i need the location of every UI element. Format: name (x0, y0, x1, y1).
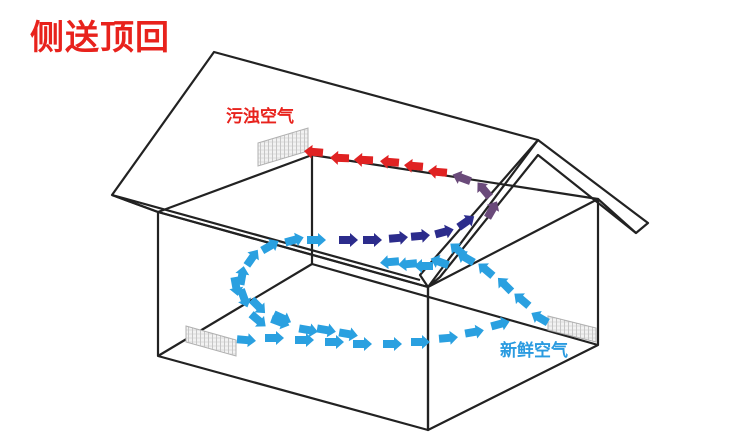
fresh-air-arrow-6 (265, 331, 284, 345)
rising-air-arrow-2 (452, 170, 472, 185)
warm-air-arrow-2 (388, 230, 408, 245)
fresh-air-arrow-24 (284, 232, 304, 247)
fresh-air-arrow-31 (414, 259, 433, 273)
fresh-air-arrow-29 (450, 243, 468, 259)
fresh-air-arrow-22 (243, 249, 259, 268)
fresh-air-arrow-12 (438, 330, 458, 345)
fresh-air-arrow-20 (237, 288, 252, 308)
eave-line (111, 193, 421, 282)
fresh-air-arrow-33 (380, 255, 400, 270)
fresh-air-arrow-19 (338, 327, 358, 342)
dirty-air-arrow-2 (380, 154, 400, 169)
warm-air-arrow-1 (363, 233, 382, 247)
dirty-air-label: 污浊空气 (226, 106, 294, 127)
dirty-air-arrow-0 (428, 164, 448, 179)
fresh-air-arrow-17 (298, 323, 318, 338)
floor-back-right (311, 262, 599, 347)
dirty-air-arrow-5 (304, 144, 324, 159)
right-wall (426, 197, 600, 432)
fresh-air-arrow-18 (316, 323, 336, 338)
fresh-air-arrow-3 (478, 263, 496, 279)
fresh-air-arrow-10 (383, 337, 402, 351)
fresh-air-arrow-23 (260, 238, 279, 254)
warm-air-arrow-5 (456, 215, 475, 231)
fresh-air-arrow-11 (411, 335, 430, 349)
diagram-title: 侧送顶回 (30, 18, 170, 58)
airflow-arrows (229, 144, 550, 351)
rising-air-arrow-1 (477, 182, 493, 200)
fresh-air-arrow-32 (398, 257, 418, 272)
roof-front-slope (110, 50, 540, 289)
warm-air-arrow-4 (434, 224, 454, 239)
fresh-air-label: 新鲜空气 (500, 340, 568, 361)
fresh-air-arrow-25 (307, 233, 326, 247)
back-left-edge (157, 153, 313, 214)
fresh-air-arrow-9 (353, 337, 372, 351)
fresh-air-arrow-1 (514, 293, 532, 309)
rising-air-arrow-0 (484, 201, 500, 220)
fresh-air-arrow-2 (497, 277, 515, 295)
fresh-air-arrow-14 (490, 316, 510, 331)
fresh-air-arrow-28 (272, 310, 292, 326)
fresh-air-arrow-27 (248, 296, 266, 314)
fresh-air-arrow-13 (464, 324, 484, 339)
dirty-air-arrow-4 (330, 150, 350, 165)
warm-air-arrow-3 (410, 228, 430, 243)
gable-bottom (597, 198, 637, 234)
side-supply-vent-left (185, 325, 237, 357)
house-outline (110, 50, 650, 432)
warm-air-arrow-0 (339, 233, 358, 247)
fresh-air-arrow-15 (248, 311, 266, 327)
fresh-air-arrow-8 (325, 335, 344, 349)
fresh-air-arrow-30 (430, 254, 450, 269)
fresh-air-arrow-0 (531, 310, 550, 326)
fresh-air-arrow-5 (236, 333, 256, 348)
dirty-air-arrow-1 (404, 158, 424, 173)
floor-back-left (157, 263, 313, 357)
dirty-air-arrow-3 (354, 152, 374, 167)
fresh-air-arrow-26 (229, 276, 244, 296)
side-supply-vent-right (547, 315, 597, 343)
